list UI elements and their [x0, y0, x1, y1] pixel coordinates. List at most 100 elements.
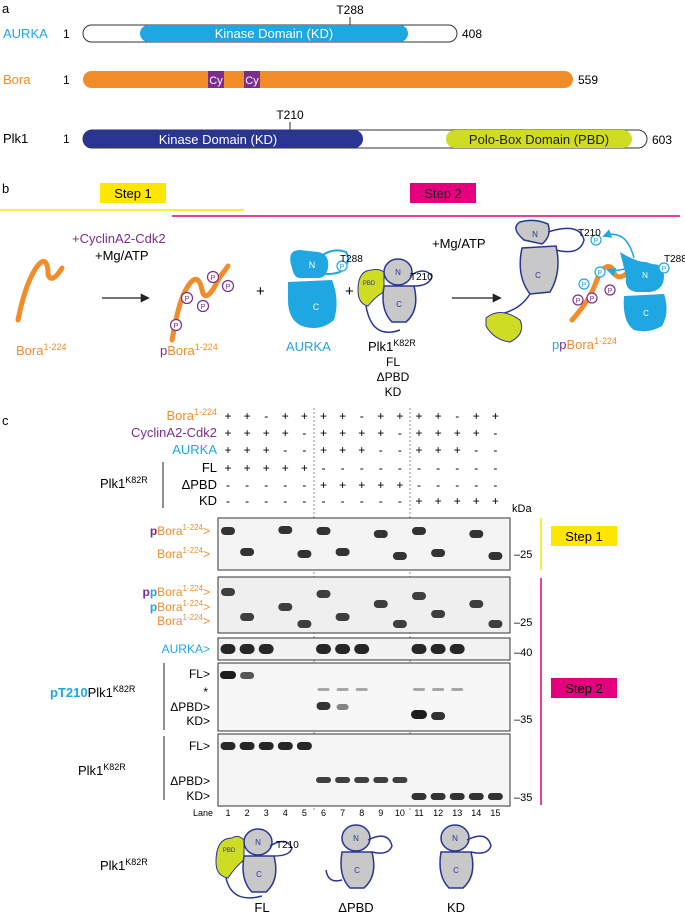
plk1-band-dpbd: ΔPBD>: [170, 774, 210, 788]
plk1-fl-band-0: [220, 742, 236, 750]
aurka-kinase-domain: [140, 25, 408, 42]
sign-bora-lane-9: +: [377, 409, 384, 423]
pt210-minor-2: [355, 688, 368, 691]
aurka-label: AURKA: [3, 26, 48, 41]
blot2-band-9: [431, 610, 446, 618]
sign-fl-lane-9: -: [379, 461, 383, 475]
aurka-band-7: [430, 644, 446, 654]
svg-text:P: P: [662, 266, 667, 273]
bora-cy-motif-2: [244, 71, 260, 88]
aurka-band-2: [258, 644, 274, 654]
panel-b-label: b: [2, 181, 9, 196]
sign-kd-lane-11: +: [415, 494, 422, 508]
plk1-polo-box-domain: [446, 130, 632, 148]
sign-aurka-lane-9: -: [379, 443, 383, 457]
cond1-mgatp: +Mg/ATP: [95, 248, 149, 263]
plk1-cartoon: PBD N C T210: [357, 258, 433, 333]
sign-aurka-lane-1: +: [224, 443, 231, 457]
sign-aurka-lane-10: -: [398, 443, 402, 457]
row-label-plk1: Plk1K82R: [100, 475, 148, 491]
lane-number-8: 8: [359, 808, 364, 818]
sign-cyclin-lane-13: +: [454, 426, 461, 440]
svg-text:P: P: [598, 270, 603, 277]
aurka-band-1: [239, 644, 255, 654]
sign-cyclin-lane-12: +: [435, 426, 442, 440]
row-label-kd: KD: [199, 493, 217, 508]
sign-fl-lane-6: -: [322, 461, 326, 475]
step1-box-c: [551, 526, 617, 546]
bora-fragment-label: Bora1-224: [16, 342, 67, 358]
blot2-band-1: [240, 613, 255, 621]
pt210-band-kd: KD>: [186, 714, 210, 728]
construct-dpbd-cartoon: N C: [325, 824, 393, 889]
plk1-band-kd: KD>: [186, 789, 210, 803]
blot1-band-10: [469, 530, 484, 538]
svg-text:N: N: [532, 230, 538, 239]
kda-label: kDa: [512, 503, 532, 515]
sign-dpbd-lane-14: -: [474, 478, 478, 492]
pt210-minor-4: [432, 688, 445, 691]
blot-aurka-label: AURKA>: [162, 642, 210, 656]
sign-fl-lane-8: -: [360, 461, 364, 475]
sign-bora-lane-11: +: [415, 409, 422, 423]
svg-text:N: N: [255, 838, 261, 847]
pt210-band-5: [431, 712, 446, 720]
panel-c-label: c: [2, 413, 9, 428]
sign-bora-lane-14: +: [473, 409, 480, 423]
pt210-minor-3: [413, 688, 425, 691]
svg-text:T210: T210: [578, 228, 601, 239]
svg-text:P: P: [200, 302, 205, 311]
svg-text:P: P: [590, 296, 595, 303]
sign-bora-lane-5: +: [301, 409, 308, 423]
construct-dpbd: ΔPBD: [377, 370, 410, 384]
svg-text:C: C: [354, 866, 360, 875]
cond1-cyclin: +CyclinA2-Cdk2: [72, 231, 166, 246]
svg-text:C: C: [313, 302, 320, 312]
blot2-band-11: [488, 620, 503, 628]
svg-text:P: P: [576, 298, 581, 305]
sign-bora-lane-15: +: [492, 409, 499, 423]
blot1-band-1: [240, 548, 255, 556]
sign-cyclin-lane-3: +: [263, 426, 270, 440]
plk1-dpbd-band-2: [354, 777, 370, 783]
plk1-end: 603: [652, 133, 672, 147]
pt210-band-2: [316, 702, 331, 710]
bottom-fl-label: FL: [254, 900, 269, 915]
blot2-mw-25: –25: [514, 617, 532, 629]
step2-label-c: Step 2: [565, 681, 603, 696]
sign-aurka-lane-2: +: [244, 443, 251, 457]
sign-fl-lane-4: +: [282, 461, 289, 475]
plk1-cartoon-label: Plk1K82R: [368, 338, 416, 354]
svg-text:C: C: [535, 271, 541, 280]
pt210-band-0: [220, 671, 236, 679]
blot-pt210-label: pT210Plk1K82R: [50, 684, 136, 700]
row-label-aurka: AURKA: [172, 442, 217, 457]
plus-1: +: [256, 283, 265, 300]
sign-kd-lane-10: -: [398, 494, 402, 508]
blot-aurka-mw-40: –40: [514, 647, 532, 659]
sign-cyclin-lane-7: +: [339, 426, 346, 440]
plk1-fl-band-4: [296, 742, 312, 750]
sign-kd-lane-9: -: [379, 494, 383, 508]
bora-cy-motif-1: [208, 71, 224, 88]
aurka-band-8: [449, 644, 465, 654]
sign-aurka-lane-14: -: [474, 443, 478, 457]
sign-fl-lane-5: +: [301, 461, 308, 475]
sign-aurka-lane-11: +: [415, 443, 422, 457]
row-label-dpbd: ΔPBD: [182, 477, 217, 492]
blot1-band-4: [316, 527, 331, 535]
sign-cyclin-lane-2: +: [244, 426, 251, 440]
sign-aurka-lane-7: +: [339, 443, 346, 457]
sign-dpbd-lane-10: +: [396, 478, 403, 492]
cy-label-2: Cy: [245, 75, 259, 87]
svg-text:N: N: [353, 834, 359, 843]
sign-fl-lane-14: -: [474, 461, 478, 475]
cy-label-1: Cy: [209, 75, 223, 87]
aurka-band-3: [316, 644, 331, 654]
sign-bora-lane-3: -: [264, 409, 268, 423]
aurka-cartoon-t288: T288: [340, 254, 363, 265]
aurka-start: 1: [63, 27, 70, 41]
blot2-band-10: [469, 600, 484, 608]
